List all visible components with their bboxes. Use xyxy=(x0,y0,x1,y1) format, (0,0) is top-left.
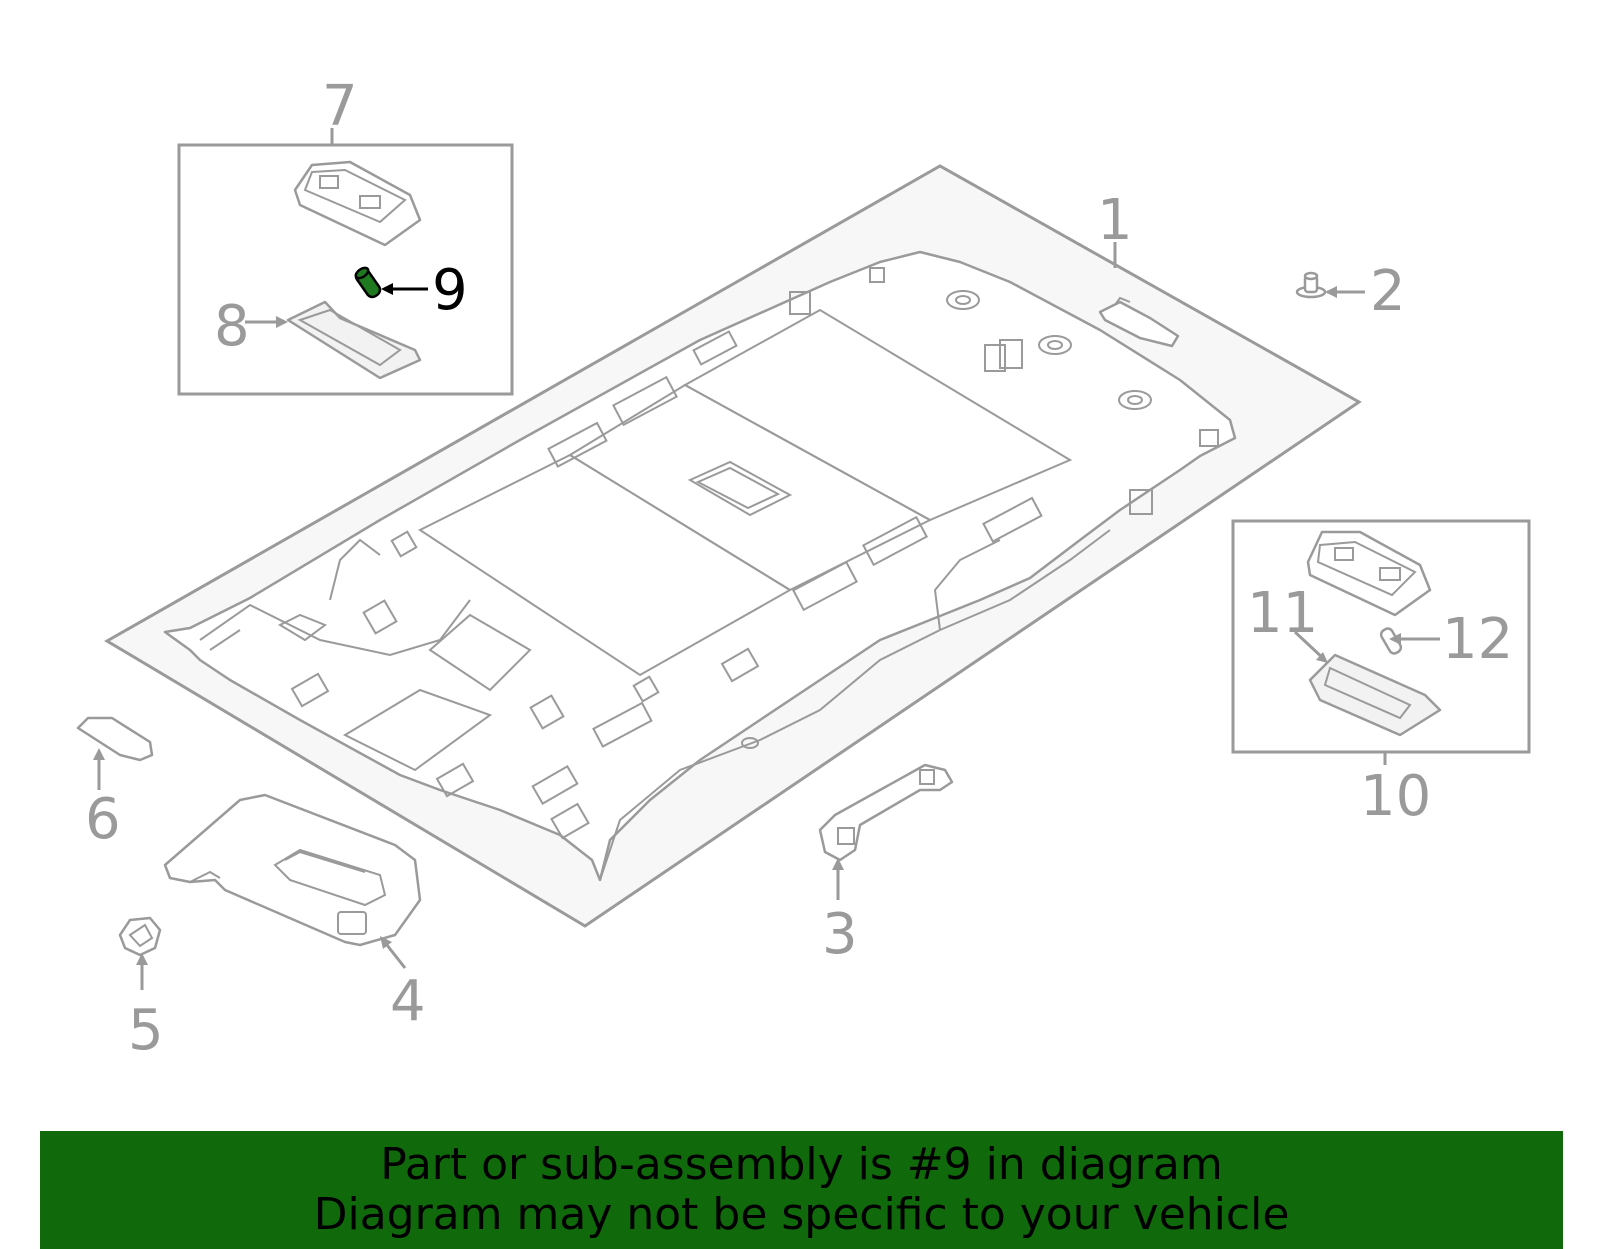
callout-11: 11 xyxy=(1247,581,1318,646)
grab-handle xyxy=(818,763,954,862)
callout-6: 6 xyxy=(85,787,121,852)
bulb-highlighted xyxy=(354,266,382,299)
headliner-bracket xyxy=(1098,296,1180,348)
callout-3: 3 xyxy=(822,902,858,967)
sun-visor xyxy=(163,793,422,947)
callout-7: 7 xyxy=(322,74,358,139)
map-lamp-box xyxy=(1231,519,1531,754)
banner-line-1: Part or sub-assembly is #9 in diagram xyxy=(380,1139,1223,1190)
callout-2: 2 xyxy=(1370,259,1406,324)
dome-lamp-box xyxy=(177,143,514,396)
banner-line-2: Diagram may not be specific to your vehi… xyxy=(313,1189,1290,1240)
callout-5: 5 xyxy=(128,998,164,1063)
callout-8: 8 xyxy=(214,294,250,359)
callout-labels: 1 2 3 4 5 6 7 8 9 10 11 12 xyxy=(85,74,1513,1063)
headliner-assembly xyxy=(104,164,1362,928)
info-banner: Part or sub-assembly is #9 in diagram Di… xyxy=(40,1131,1563,1249)
callout-1: 1 xyxy=(1097,188,1133,253)
callout-4: 4 xyxy=(390,969,426,1034)
visor-cover xyxy=(76,716,154,762)
leader-lines xyxy=(93,128,1440,990)
visor-clip xyxy=(118,916,162,957)
retainer-clip xyxy=(1295,271,1327,299)
callout-12: 12 xyxy=(1442,607,1513,672)
callout-10: 10 xyxy=(1360,764,1431,829)
callout-9: 9 xyxy=(432,258,468,323)
